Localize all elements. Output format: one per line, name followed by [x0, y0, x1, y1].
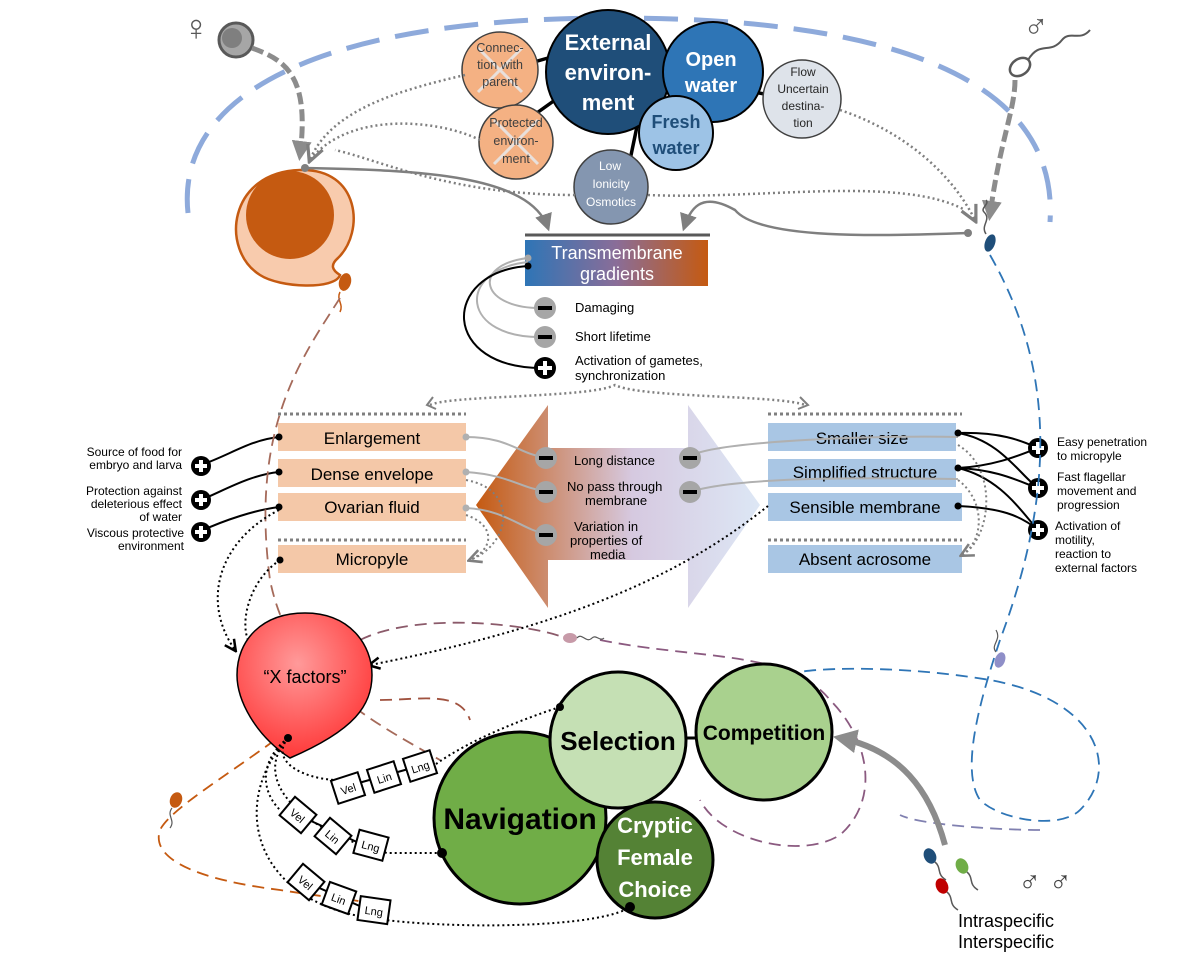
sperm-trait-sensible-membrane: Sensible membrane — [768, 493, 962, 521]
effect-activation-of-gametes: Activation of gametes,synchronization — [534, 353, 703, 383]
svg-text:Smaller size: Smaller size — [816, 429, 909, 448]
svg-text:Lin: Lin — [376, 771, 394, 787]
sperm-benefit-connectors — [957, 431, 1039, 531]
sperm-drop-path — [981, 79, 1018, 221]
sperm-midway-icon — [993, 629, 1006, 668]
svg-text:Damaging: Damaging — [575, 300, 634, 315]
trait-feedback-arrows — [465, 444, 988, 560]
svg-text:Micropyle: Micropyle — [336, 550, 409, 569]
svg-text:Short lifetime: Short lifetime — [575, 329, 651, 344]
svg-text:Lin: Lin — [329, 892, 347, 908]
svg-text:Enlargement: Enlargement — [324, 429, 421, 448]
competition-circle: Competition — [694, 662, 834, 802]
svg-text:Sensible membrane: Sensible membrane — [789, 498, 940, 517]
effect-short-lifetime: Short lifetime — [534, 326, 651, 348]
svg-text:Competition: Competition — [703, 722, 825, 745]
svg-text:Lng: Lng — [364, 905, 384, 919]
egg-sperm-travel-path — [264, 297, 441, 761]
effect-damaging: Damaging — [534, 297, 634, 319]
svg-text:Absent acrosome: Absent acrosome — [799, 550, 931, 569]
sperm-icon — [1008, 29, 1091, 78]
motility-chain-3: Vel Lin Lng — [286, 862, 392, 926]
male-symbols-pair: ♂ ♂ — [1018, 866, 1071, 899]
egg-to-gradients-arrow — [304, 166, 552, 232]
svg-text:Lng: Lng — [360, 839, 381, 855]
egg-benefit-connectors — [200, 436, 280, 532]
motility-chain-2: Vel Lin Lng — [278, 795, 390, 862]
egg-icon — [217, 21, 255, 59]
sperm-trait-absent-acrosome: Absent acrosome — [768, 545, 962, 573]
svg-text:Simplified structure: Simplified structure — [793, 463, 938, 482]
svg-text:Navigation: Navigation — [443, 803, 596, 836]
micropyle-to-x-factors — [244, 559, 281, 641]
egg-trait-enlargement: Enlargement — [278, 423, 466, 451]
middle-effect-long-distance: Long distance — [574, 453, 655, 468]
species-to-competition-arrow — [832, 729, 948, 846]
sperm-to-gradients-arrow — [680, 200, 969, 237]
separator-lines — [278, 412, 962, 542]
species-sperm-icons — [923, 848, 979, 911]
svg-text:Lng: Lng — [410, 759, 431, 776]
middle-minus-icons — [535, 447, 701, 546]
x-factor-links — [255, 706, 631, 927]
egg-trait-ovarian-fluid: Ovarian fluid — [278, 493, 466, 521]
membrane-to-x-factors — [370, 505, 769, 665]
environment-influence-arrows — [310, 73, 975, 220]
motility-chain-1: Vel Lin Lng — [329, 749, 439, 805]
svg-text:Activation of gametes,synchron: Activation of gametes,synchronization — [575, 353, 703, 383]
sperm-cell-right — [982, 199, 996, 252]
sperm-on-egg-icon — [338, 273, 352, 313]
egg-drop-path — [251, 45, 312, 161]
male-symbol: ♂ — [1023, 8, 1049, 46]
svg-text:Ovarian fluid: Ovarian fluid — [324, 498, 419, 517]
sperm-travel-path — [799, 254, 1100, 822]
female-symbol: ♀ — [183, 7, 210, 48]
gradient-effect-arcs — [463, 257, 546, 370]
svg-text:Dense envelope: Dense envelope — [311, 465, 434, 484]
transmembrane-gradients-box — [525, 240, 708, 286]
svg-text:Vel: Vel — [339, 782, 357, 798]
svg-text:Selection: Selection — [560, 726, 676, 756]
ovarian-fluid-to-x-factors — [216, 509, 280, 650]
egg-benefit-plus-icons — [191, 456, 211, 542]
selection-circle: Selection — [548, 670, 688, 810]
egg-trait-dense-envelope: Dense envelope — [278, 459, 466, 487]
x-factors-drop: “X factors” — [236, 612, 373, 759]
sperm-pink-icon — [563, 633, 605, 643]
egg-trait-micropyle: Micropyle — [278, 545, 466, 573]
sperm-benefit-plus-icons — [1028, 438, 1048, 540]
sperm-orange-icon — [169, 792, 183, 829]
sperm-trait-simplified-structure: Simplified structure — [768, 459, 956, 487]
split-arrow — [429, 383, 806, 407]
svg-text:“X factors”: “X factors” — [263, 667, 346, 687]
egg-cell — [234, 168, 355, 287]
